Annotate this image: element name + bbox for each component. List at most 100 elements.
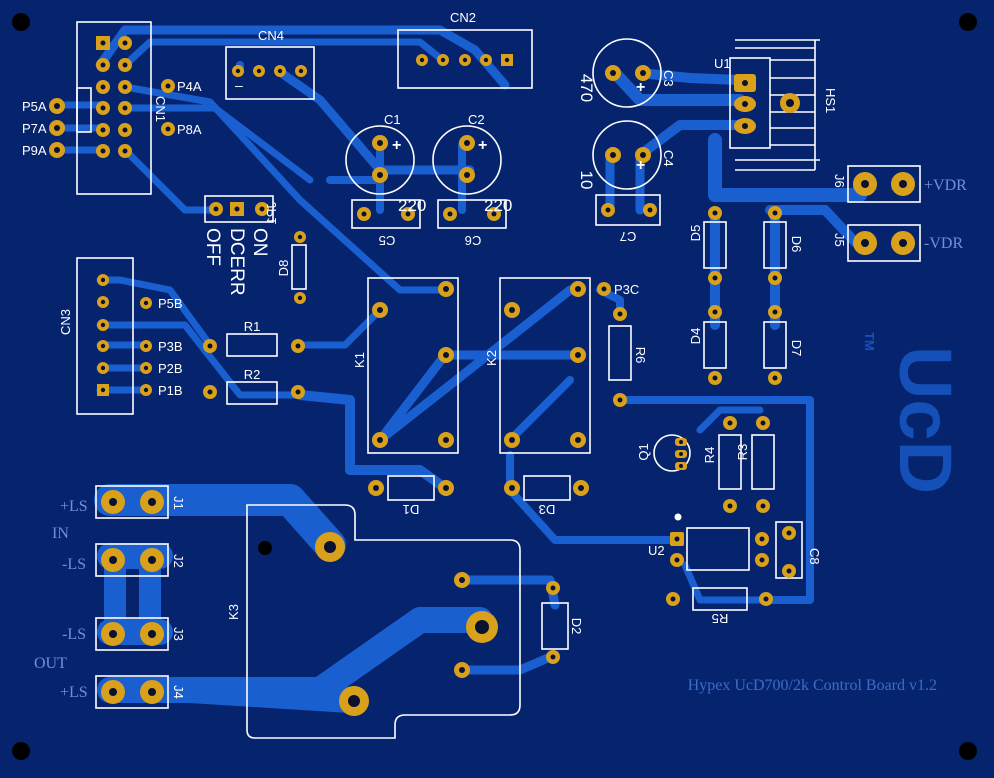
j5-label: J5 — [832, 233, 847, 247]
j3-outline — [95, 617, 169, 651]
ucd-logo: UcD — [884, 346, 967, 494]
minus-ls-3-label: -LS — [62, 626, 86, 643]
p1b-label: P1B — [158, 383, 183, 398]
c6-label: C6 — [465, 233, 482, 248]
d4-label: D4 — [688, 328, 703, 345]
cn4-label: CN4 — [258, 28, 284, 43]
k1-outline — [367, 277, 459, 454]
c4-plus: + — [636, 157, 645, 174]
cn4-outline — [225, 46, 315, 100]
r4-outline — [718, 434, 742, 490]
trademark-text: TM — [862, 332, 877, 351]
mounting-hole — [959, 742, 977, 760]
c5-outline — [351, 199, 421, 229]
c4-value: 10 — [577, 171, 596, 190]
u2-outline — [686, 527, 750, 571]
d4-outline — [703, 321, 727, 369]
c7-label: C7 — [620, 229, 637, 244]
c7-outline — [595, 194, 661, 226]
c5-label: C5 — [379, 233, 396, 248]
p3b-label: P3B — [158, 339, 183, 354]
c8-label: C8 — [807, 548, 822, 565]
r2-outline — [226, 381, 278, 405]
d2-label: D2 — [569, 618, 584, 635]
silkscreen-labels: CN2 CN4 – CN1 CN3 JP1 P4A P8A P5A P7A P9… — [22, 10, 967, 701]
hs1-label: HS1 — [823, 88, 838, 113]
p5b-label: P5B — [158, 296, 183, 311]
u1-label: U1 — [714, 56, 731, 71]
jumper-off-label: OFF — [202, 228, 223, 266]
r1-label: R1 — [244, 319, 261, 334]
r3-label: R3 — [735, 444, 750, 461]
k3-label: K3 — [226, 604, 241, 620]
j2-label: J2 — [171, 554, 186, 568]
in-label: IN — [52, 525, 69, 542]
k3-outline — [246, 504, 521, 739]
d1-label: D1 — [403, 502, 420, 517]
d1-outline — [387, 475, 435, 501]
r4-label: R4 — [702, 447, 717, 464]
p3c-label: P3C — [614, 282, 639, 297]
c3-plus: + — [636, 79, 645, 96]
d6-label: D6 — [789, 236, 804, 253]
c1-plus: + — [392, 137, 401, 154]
p7a-label: P7A — [22, 121, 47, 136]
cn4-minus-label: – — [235, 77, 243, 93]
c4-outline — [592, 120, 662, 190]
r3-outline — [751, 434, 775, 490]
cn2-outline — [397, 29, 533, 89]
p5a-label: P5A — [22, 99, 47, 114]
mounting-hole — [959, 13, 977, 31]
k1-label: K1 — [352, 352, 367, 368]
plus-ls-1-label: +LS — [60, 498, 88, 515]
plus-vdr-label: +VDR — [924, 177, 967, 194]
minus-ls-2-label: -LS — [62, 556, 86, 573]
j2-outline — [95, 543, 169, 577]
j6-outline — [847, 165, 921, 203]
cn3-label: CN3 — [58, 309, 73, 335]
c3-outline — [592, 38, 662, 108]
cn3-outline — [76, 257, 134, 415]
r6-outline — [608, 325, 632, 381]
u2-label: U2 — [648, 543, 665, 558]
c3-value: 470 — [577, 74, 596, 102]
d8-label: D8 — [276, 260, 291, 277]
r5-outline — [692, 587, 748, 611]
cn2-label: CN2 — [450, 10, 476, 25]
p2b-label: P2B — [158, 361, 183, 376]
j5-outline — [847, 224, 921, 262]
u1-outline — [729, 57, 771, 149]
d2-outline — [541, 602, 569, 650]
d7-label: D7 — [789, 340, 804, 357]
c2-value: 220 — [484, 196, 512, 215]
pads — [49, 36, 915, 716]
j1-outline — [95, 485, 169, 519]
jumper-on-label: ON — [249, 228, 270, 257]
r5-label: R5 — [712, 611, 729, 626]
minus-vdr-label: -VDR — [924, 235, 963, 252]
j1-label: J1 — [171, 496, 186, 510]
d6-outline — [763, 221, 787, 269]
c4-label: C4 — [661, 150, 676, 167]
out-label: OUT — [34, 655, 67, 672]
c6-outline — [437, 199, 507, 229]
d7-outline — [763, 321, 787, 369]
j4-label: J4 — [171, 685, 186, 699]
j4-outline — [95, 675, 169, 709]
d3-label: D3 — [539, 502, 556, 517]
c2-label: C2 — [468, 112, 485, 127]
j3-label: J3 — [171, 627, 186, 641]
c2-plus: + — [478, 137, 487, 154]
jp1-outline — [204, 195, 274, 223]
k2-outline — [499, 277, 591, 454]
p8a-label: P8A — [177, 122, 202, 137]
d8-outline — [291, 244, 307, 290]
c1-outline — [345, 125, 415, 195]
c2-outline — [432, 125, 502, 195]
d5-label: D5 — [688, 225, 703, 242]
r6-label: R6 — [633, 347, 648, 364]
k2-label: K2 — [484, 350, 499, 366]
cn1-label: CN1 — [153, 96, 168, 122]
